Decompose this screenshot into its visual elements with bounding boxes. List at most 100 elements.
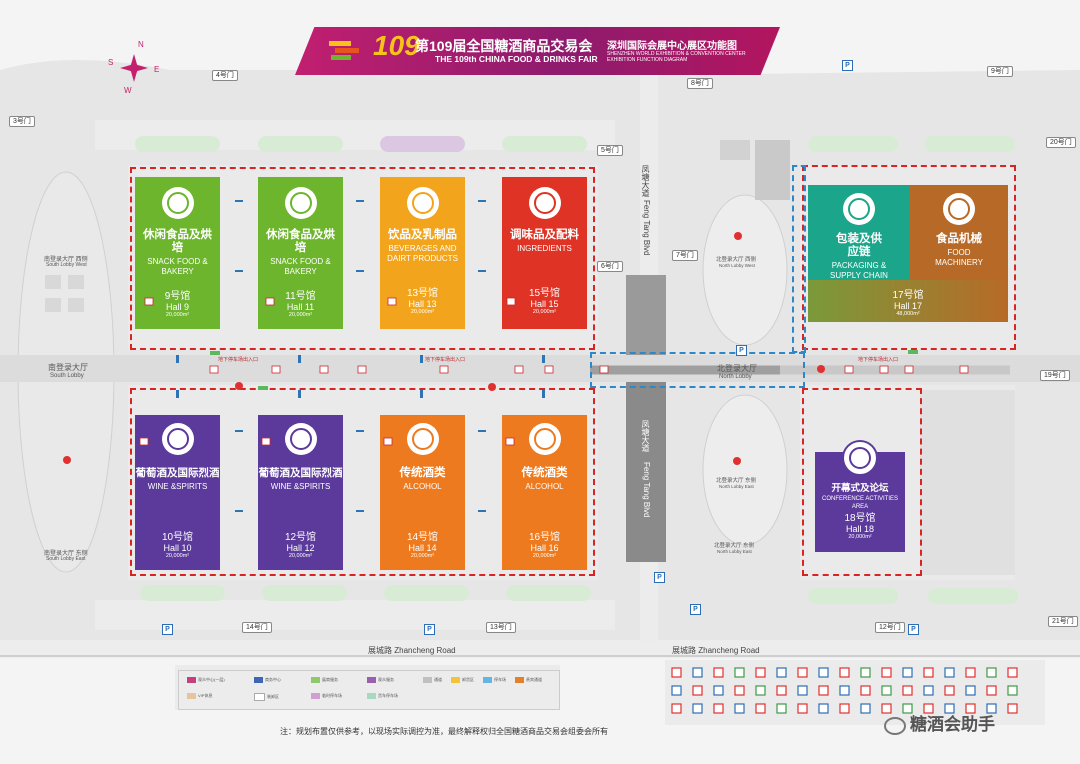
north-lobby-west-cn: 北登录大厅 西侧 (716, 257, 757, 263)
legend-symbol-icon (671, 703, 682, 714)
north-lobby-en: North Lobby (719, 374, 752, 380)
legend-item: 观众服务 (367, 677, 394, 683)
hall-17-packaging[interactable]: 包装及供应链 PACKAGING & SUPPLY CHAIN (808, 185, 910, 280)
hall-17[interactable]: 17号馆 Hall 17 48,000m² (808, 280, 1008, 322)
parking-icon[interactable]: P (690, 604, 701, 615)
legend-item: 贵宾通道 (515, 677, 542, 683)
legend-symbol-icon (965, 703, 976, 714)
hall-18[interactable]: 开幕式及论坛 CONFERENCE ACTIVITIES AREA 18号馆 H… (815, 440, 905, 552)
fengtang-cn-lower: 凤塘大道 (641, 420, 650, 452)
legend-symbol-icon (860, 685, 871, 696)
legend-symbol-icon (776, 703, 787, 714)
gate-14[interactable]: 14号门 (242, 622, 272, 633)
gate-6[interactable]: 6号门 (597, 261, 623, 272)
legend-symbol-icon (797, 667, 808, 678)
legend-symbol-icon (923, 685, 934, 696)
gate-7[interactable]: 7号门 (672, 250, 698, 261)
hall-15[interactable]: 调味品及配料 INGREDIENTS 15号馆 Hall 15 20,000m² (502, 177, 587, 329)
gate-9[interactable]: 9号门 (987, 66, 1013, 77)
legend-symbol-icon (797, 685, 808, 696)
zone-blue-corridor (590, 352, 805, 388)
north-lobby-east-cn: 北登录大厅 东侧 (716, 478, 757, 484)
zone-hall18 (802, 388, 922, 576)
legend-symbol-icon (713, 685, 724, 696)
legend-symbol-icon (923, 667, 934, 678)
legend-symbol-icon (944, 667, 955, 678)
disclaimer-note: 注：规划布置仅供参考，以现场实际调控为准，最终解释权归全国糖酒商品交易会组委会所… (280, 727, 608, 736)
gate-5[interactable]: 5号门 (597, 145, 623, 156)
legend-symbol-icon (986, 685, 997, 696)
legend-symbol-icon (839, 667, 850, 678)
hall-17-machinery[interactable]: 食品机械 FOOD MACHINERY (910, 185, 1008, 280)
wine-glass-icon (161, 423, 194, 455)
icon-legend-grid (671, 667, 1018, 714)
legend-symbol-icon (818, 703, 829, 714)
legend-symbol-icon (818, 685, 829, 696)
venue-title-en: SHENZHEN WORLD EXHIBITION & CONVENTION C… (607, 51, 746, 63)
fengtang-en-upper: Feng Tang Blvd (642, 200, 651, 256)
hall-12[interactable]: 葡萄酒及国际烈酒 WINE &SPIRITS 12号馆 Hall 12 20,0… (258, 415, 343, 570)
gate-13[interactable]: 13号门 (486, 622, 516, 633)
legend-symbol-icon (839, 703, 850, 714)
zhancheng-road-east: 展城路 Zhancheng Road (672, 646, 760, 655)
zone-west-north (130, 167, 595, 350)
gate-3[interactable]: 3号门 (9, 116, 35, 127)
legend-symbol-icon (671, 685, 682, 696)
legend-symbol-icon (692, 703, 703, 714)
north-lobby-east-en: North Lobby East (719, 484, 754, 489)
legend-item: 通道 (423, 677, 442, 683)
legend-symbol-icon (776, 667, 787, 678)
compass-rose-icon (120, 54, 148, 82)
legend-item: 卸货区 (451, 677, 474, 683)
legend-item: 装卸区 (254, 693, 279, 701)
hall-14[interactable]: 传统酒类 ALCOHOL 14号馆 Hall 14 20,000m² (380, 415, 465, 570)
hall-10[interactable]: 葡萄酒及国际烈酒 WINE &SPIRITS 10号馆 Hall 10 20,0… (135, 415, 220, 570)
fengtang-cn-upper: 凤塘大道 (641, 165, 650, 197)
legend-symbol-icon (839, 685, 850, 696)
legend-symbol-icon (902, 667, 913, 678)
gate-12[interactable]: 12号门 (875, 622, 905, 633)
legend-symbol-icon (860, 703, 871, 714)
gate-4[interactable]: 4号门 (212, 70, 238, 81)
fair-title-cn: 第109届全国糖酒商品交易会 (415, 38, 593, 54)
legend-symbol-icon (923, 703, 934, 714)
legend-symbol-icon (860, 667, 871, 678)
gate-8[interactable]: 8号门 (687, 78, 713, 89)
snack-icon (284, 187, 317, 219)
legend-item: 观众中心(一层) (187, 677, 225, 683)
legend-symbol-icon (734, 703, 745, 714)
fair-number: 109 (373, 30, 420, 61)
south-lobby-west-en: South Lobby West (46, 262, 87, 268)
legend-symbol-icon (965, 667, 976, 678)
legend-symbol-icon (797, 703, 808, 714)
legend-symbol-icon (944, 703, 955, 714)
legend-symbol-icon (986, 667, 997, 678)
south-lobby-en: South Lobby (50, 373, 84, 379)
building-icon (842, 440, 878, 476)
parking-icon[interactable]: P (424, 624, 435, 635)
gate-19[interactable]: 19号门 (1040, 370, 1070, 381)
gate-20[interactable]: 20号门 (1046, 137, 1076, 148)
parking-icon[interactable]: P (842, 60, 853, 71)
parking-icon[interactable]: P (162, 624, 173, 635)
compass-n: N (138, 40, 144, 49)
parking-icon[interactable]: P (654, 572, 665, 583)
parking-entry-1: 地下停车场出入口 (218, 357, 259, 363)
legend-symbol-icon (881, 703, 892, 714)
legend-symbol-icon (734, 667, 745, 678)
snack-icon (161, 187, 194, 219)
parking-icon[interactable]: P (736, 345, 747, 356)
north-lobby-cn: 北登录大厅 (717, 364, 757, 373)
legend-symbol-icon (734, 685, 745, 696)
north-lobby-east2-en: North Lobby East (717, 549, 752, 554)
wechat-icon (884, 716, 906, 735)
legend-item: 停车场 (483, 677, 506, 683)
legend-symbol-icon (755, 685, 766, 696)
south-lobby-east-cn: 南登录大厅 东侧 (44, 551, 88, 557)
parking-icon[interactable]: P (908, 624, 919, 635)
legend-symbol-icon (692, 667, 703, 678)
hall-16[interactable]: 传统酒类 ALCOHOL 16号馆 Hall 16 20,000m² (502, 415, 587, 570)
gate-21[interactable]: 21号门 (1048, 616, 1078, 627)
compass: N E S W (106, 40, 162, 96)
legend-symbol-icon (1007, 667, 1018, 678)
